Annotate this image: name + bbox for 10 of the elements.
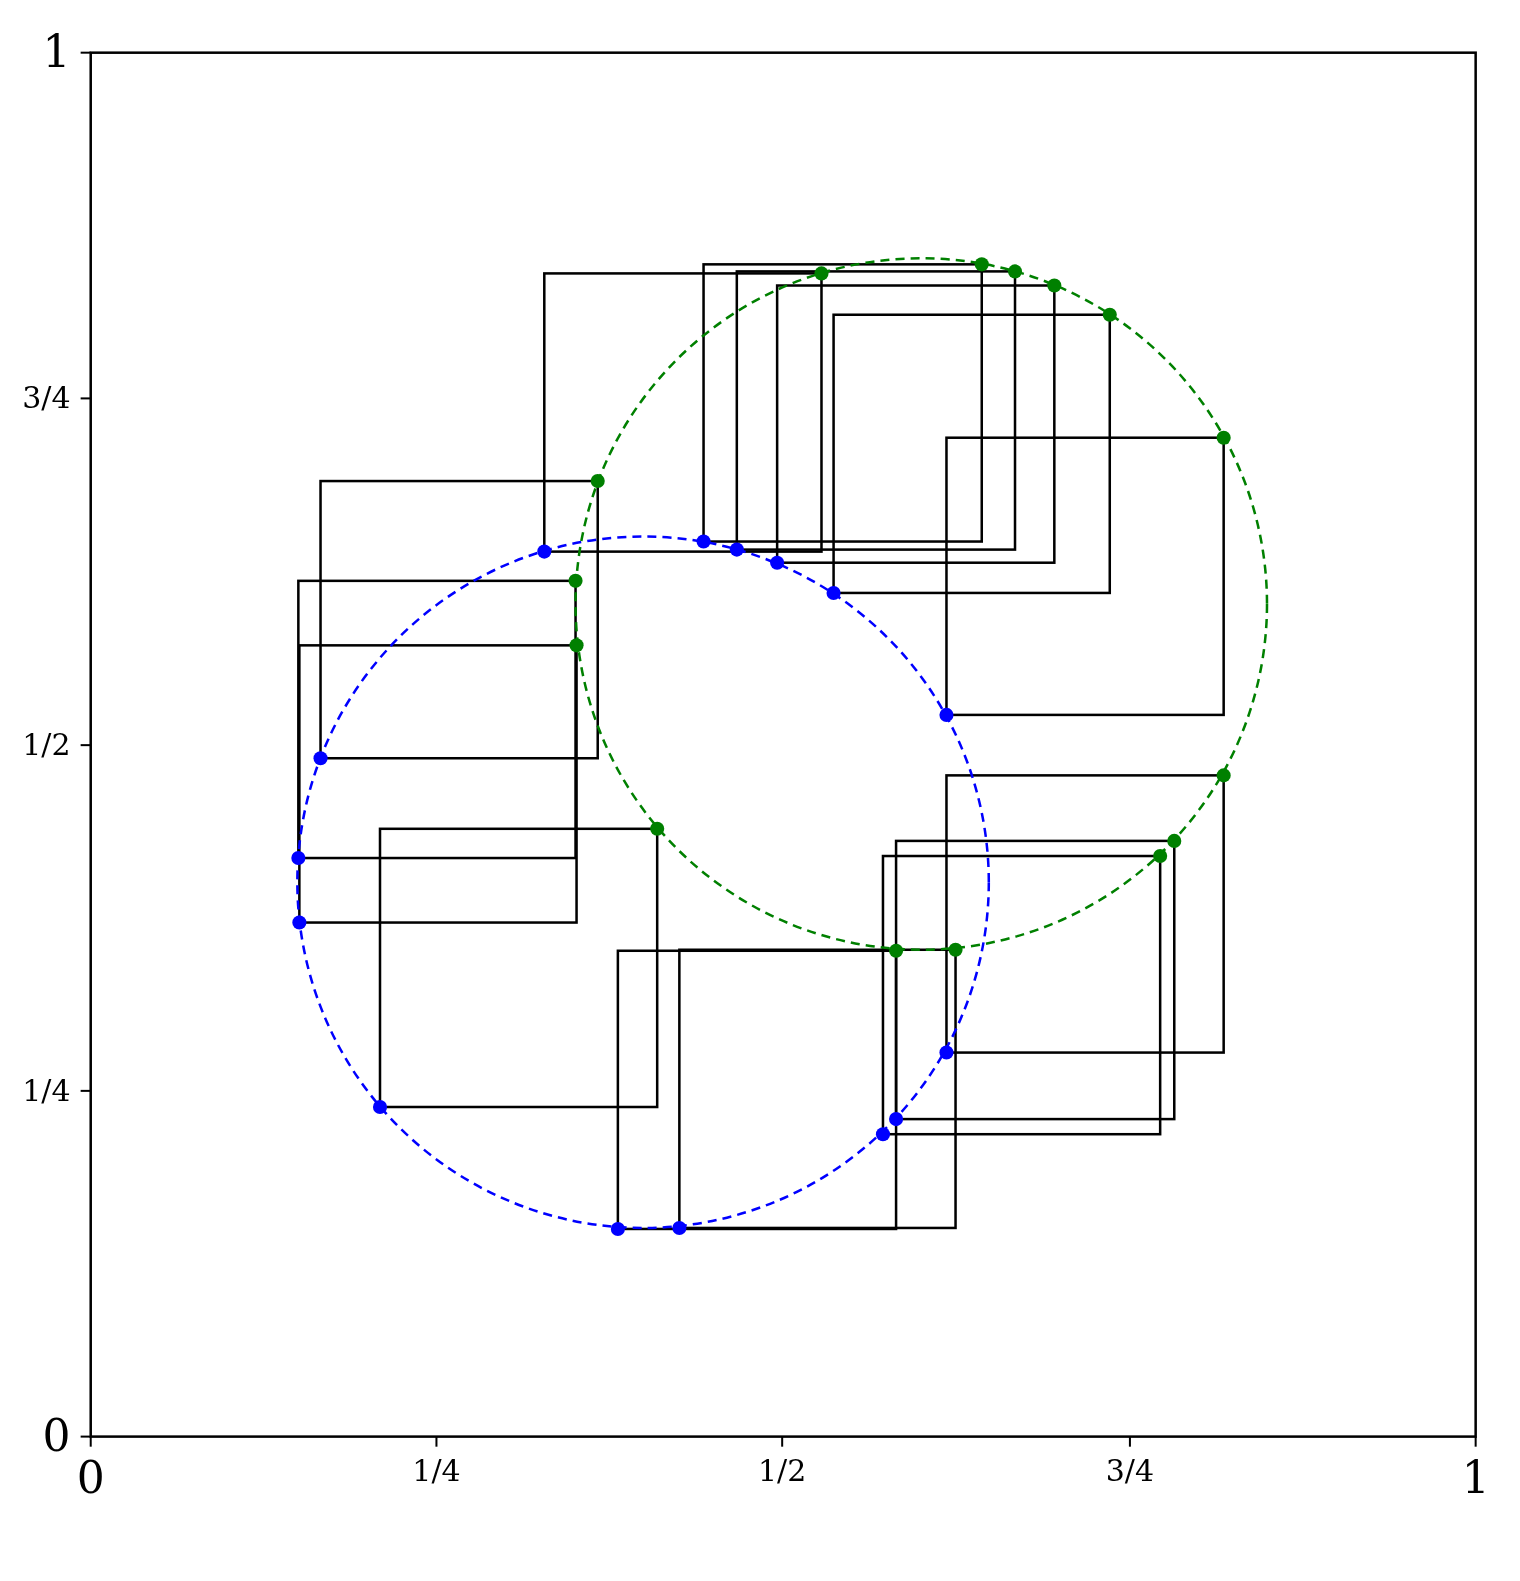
- axis-tick-label: 1/4: [22, 1075, 71, 1106]
- axis-tick-label: 1/4: [412, 1456, 461, 1487]
- axis-tick-label: 0: [76, 1456, 105, 1501]
- axis-tick-label: 3/4: [22, 383, 71, 414]
- axis-tick-label: 3/4: [1105, 1456, 1155, 1487]
- axis-tick-label: 1/2: [22, 729, 71, 760]
- axis-tick-label: 1/2: [758, 1456, 807, 1487]
- axis-tick-label: 1: [42, 30, 71, 75]
- axis-tick-label: 1: [1461, 1456, 1490, 1501]
- axis-tick-label: 0: [42, 1414, 71, 1459]
